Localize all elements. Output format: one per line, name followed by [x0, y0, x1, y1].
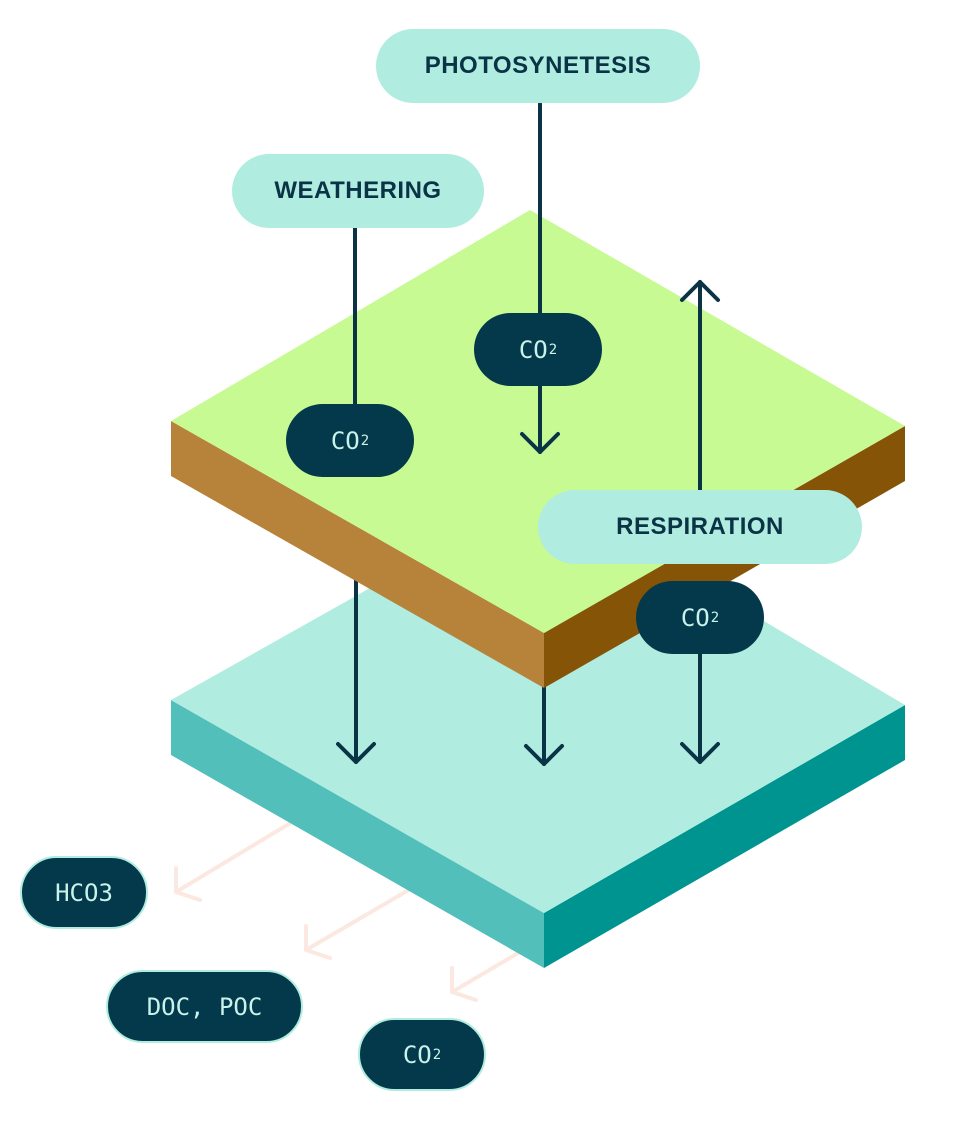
output-doc-poc-badge: DOC, POC	[106, 970, 303, 1043]
respiration-label-text: RESPIRATION	[616, 513, 784, 540]
water-layer-left-face	[171, 700, 544, 968]
output-doc-poc-text: DOC, POC	[146, 992, 263, 1021]
output-hco3-badge: HCO3	[20, 856, 148, 929]
co2-badge-respiration-subscript: 2	[710, 609, 720, 626]
photosynthesis-label: PHOTOSYNETESIS	[376, 29, 700, 103]
respiration-to-water-arrowhead	[680, 742, 720, 764]
weathering-label-text: WEATHERING	[274, 177, 442, 204]
export-arrows	[174, 820, 522, 1002]
weathering-label: WEATHERING	[232, 154, 484, 228]
output-hco3-text: HCO3	[55, 878, 113, 907]
surface-flux-lines	[353, 102, 720, 496]
weathering-to-water-arrowhead	[336, 742, 376, 764]
co2-badge-photosynthesis-text: CO	[518, 335, 548, 364]
respiration-up-arrowhead	[680, 280, 720, 302]
photosynthesis-to-water-arrowhead	[524, 744, 564, 766]
output-co2-subscript: 2	[432, 1046, 442, 1063]
co2-badge-respiration-text: CO	[680, 603, 710, 632]
photosynthesis-label-text: PHOTOSYNETESIS	[424, 52, 652, 79]
co2-badge-weathering-text: CO	[330, 426, 360, 455]
respiration-label: RESPIRATION	[538, 490, 862, 564]
export-arrow-hco3	[174, 820, 294, 894]
export-arrow-co2	[450, 950, 522, 994]
export-arrow-co2-head	[450, 966, 478, 1002]
water-layer-right-face	[544, 705, 905, 968]
land-layer-left-face	[171, 421, 544, 688]
export-arrow-hco3-head	[174, 866, 202, 902]
co2-badge-weathering-subscript: 2	[360, 432, 370, 449]
export-arrow-doc-poc	[304, 886, 414, 952]
co2-badge-photosynthesis-subscript: 2	[548, 341, 558, 358]
export-arrow-doc-poc-head	[304, 924, 332, 960]
output-co2-text: CO	[402, 1040, 432, 1069]
photosynthesis-arrowhead	[520, 432, 560, 454]
